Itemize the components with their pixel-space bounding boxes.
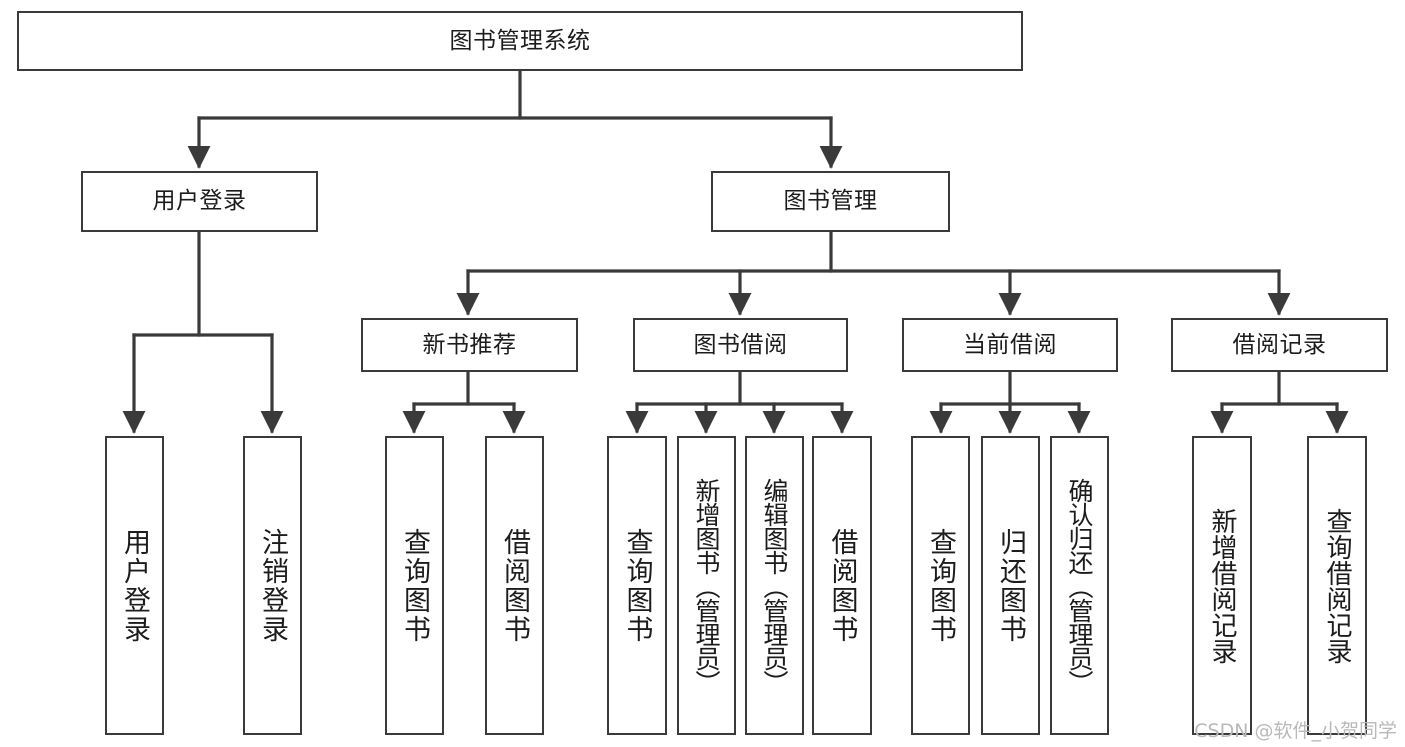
leaf-record-add-record[interactable]: 新增借阅记录 [1192, 436, 1252, 735]
node-new-book-recommend[interactable]: 新书推荐 [361, 318, 578, 372]
node-label: 确认归还（管理员） [1065, 477, 1094, 694]
node-label: 查询借阅记录 [1322, 507, 1352, 664]
node-borrow-record[interactable]: 借阅记录 [1171, 318, 1388, 372]
leaf-user-login-logout[interactable]: 注销登录 [243, 436, 302, 735]
node-label: 注销登录 [257, 527, 288, 644]
node-label: 用户登录 [152, 188, 247, 215]
leaf-newbook-borrow-book[interactable]: 借阅图书 [485, 436, 544, 735]
node-label: 新书推荐 [422, 331, 517, 358]
node-book-borrow[interactable]: 图书借阅 [633, 318, 848, 372]
node-label: 查询图书 [925, 527, 956, 644]
leaf-current-query-book[interactable]: 查询图书 [911, 436, 970, 735]
node-label: 图书管理系统 [449, 27, 591, 54]
node-user-login[interactable]: 用户登录 [81, 171, 318, 232]
node-label: 用户登录 [119, 527, 150, 644]
leaf-current-return-book[interactable]: 归还图书 [981, 436, 1040, 735]
node-label: 借阅图书 [499, 527, 530, 644]
leaf-borrow-borrow-book[interactable]: 借阅图书 [812, 436, 872, 735]
node-label: 查询图书 [621, 527, 653, 644]
node-label: 图书借阅 [693, 331, 788, 358]
node-label: 当前借阅 [963, 331, 1057, 358]
node-label: 图书管理 [783, 188, 878, 215]
leaf-borrow-edit-book-admin[interactable]: 编辑图书（管理员） [745, 436, 804, 735]
node-label: 借阅记录 [1232, 331, 1327, 358]
leaf-user-login-login[interactable]: 用户登录 [105, 436, 164, 735]
leaf-current-confirm-return-admin[interactable]: 确认归还（管理员） [1050, 436, 1109, 735]
node-current-borrow[interactable]: 当前借阅 [902, 318, 1118, 372]
leaf-borrow-query-book[interactable]: 查询图书 [607, 436, 667, 735]
node-label: 查询图书 [399, 527, 430, 644]
node-book-management[interactable]: 图书管理 [711, 171, 950, 232]
node-label: 编辑图书（管理员） [760, 477, 789, 694]
node-root-system[interactable]: 图书管理系统 [17, 11, 1023, 71]
leaf-newbook-query-book[interactable]: 查询图书 [385, 436, 444, 735]
node-label: 归还图书 [995, 527, 1026, 644]
leaf-record-query-record[interactable]: 查询借阅记录 [1307, 436, 1367, 735]
leaf-borrow-add-book-admin[interactable]: 新增图书（管理员） [677, 436, 736, 735]
watermark-text: CSDN @软件_小贺同学 [1194, 720, 1397, 742]
node-label: 借阅图书 [826, 527, 858, 644]
node-label: 新增图书（管理员） [692, 477, 721, 694]
node-label: 新增借阅记录 [1207, 507, 1237, 664]
